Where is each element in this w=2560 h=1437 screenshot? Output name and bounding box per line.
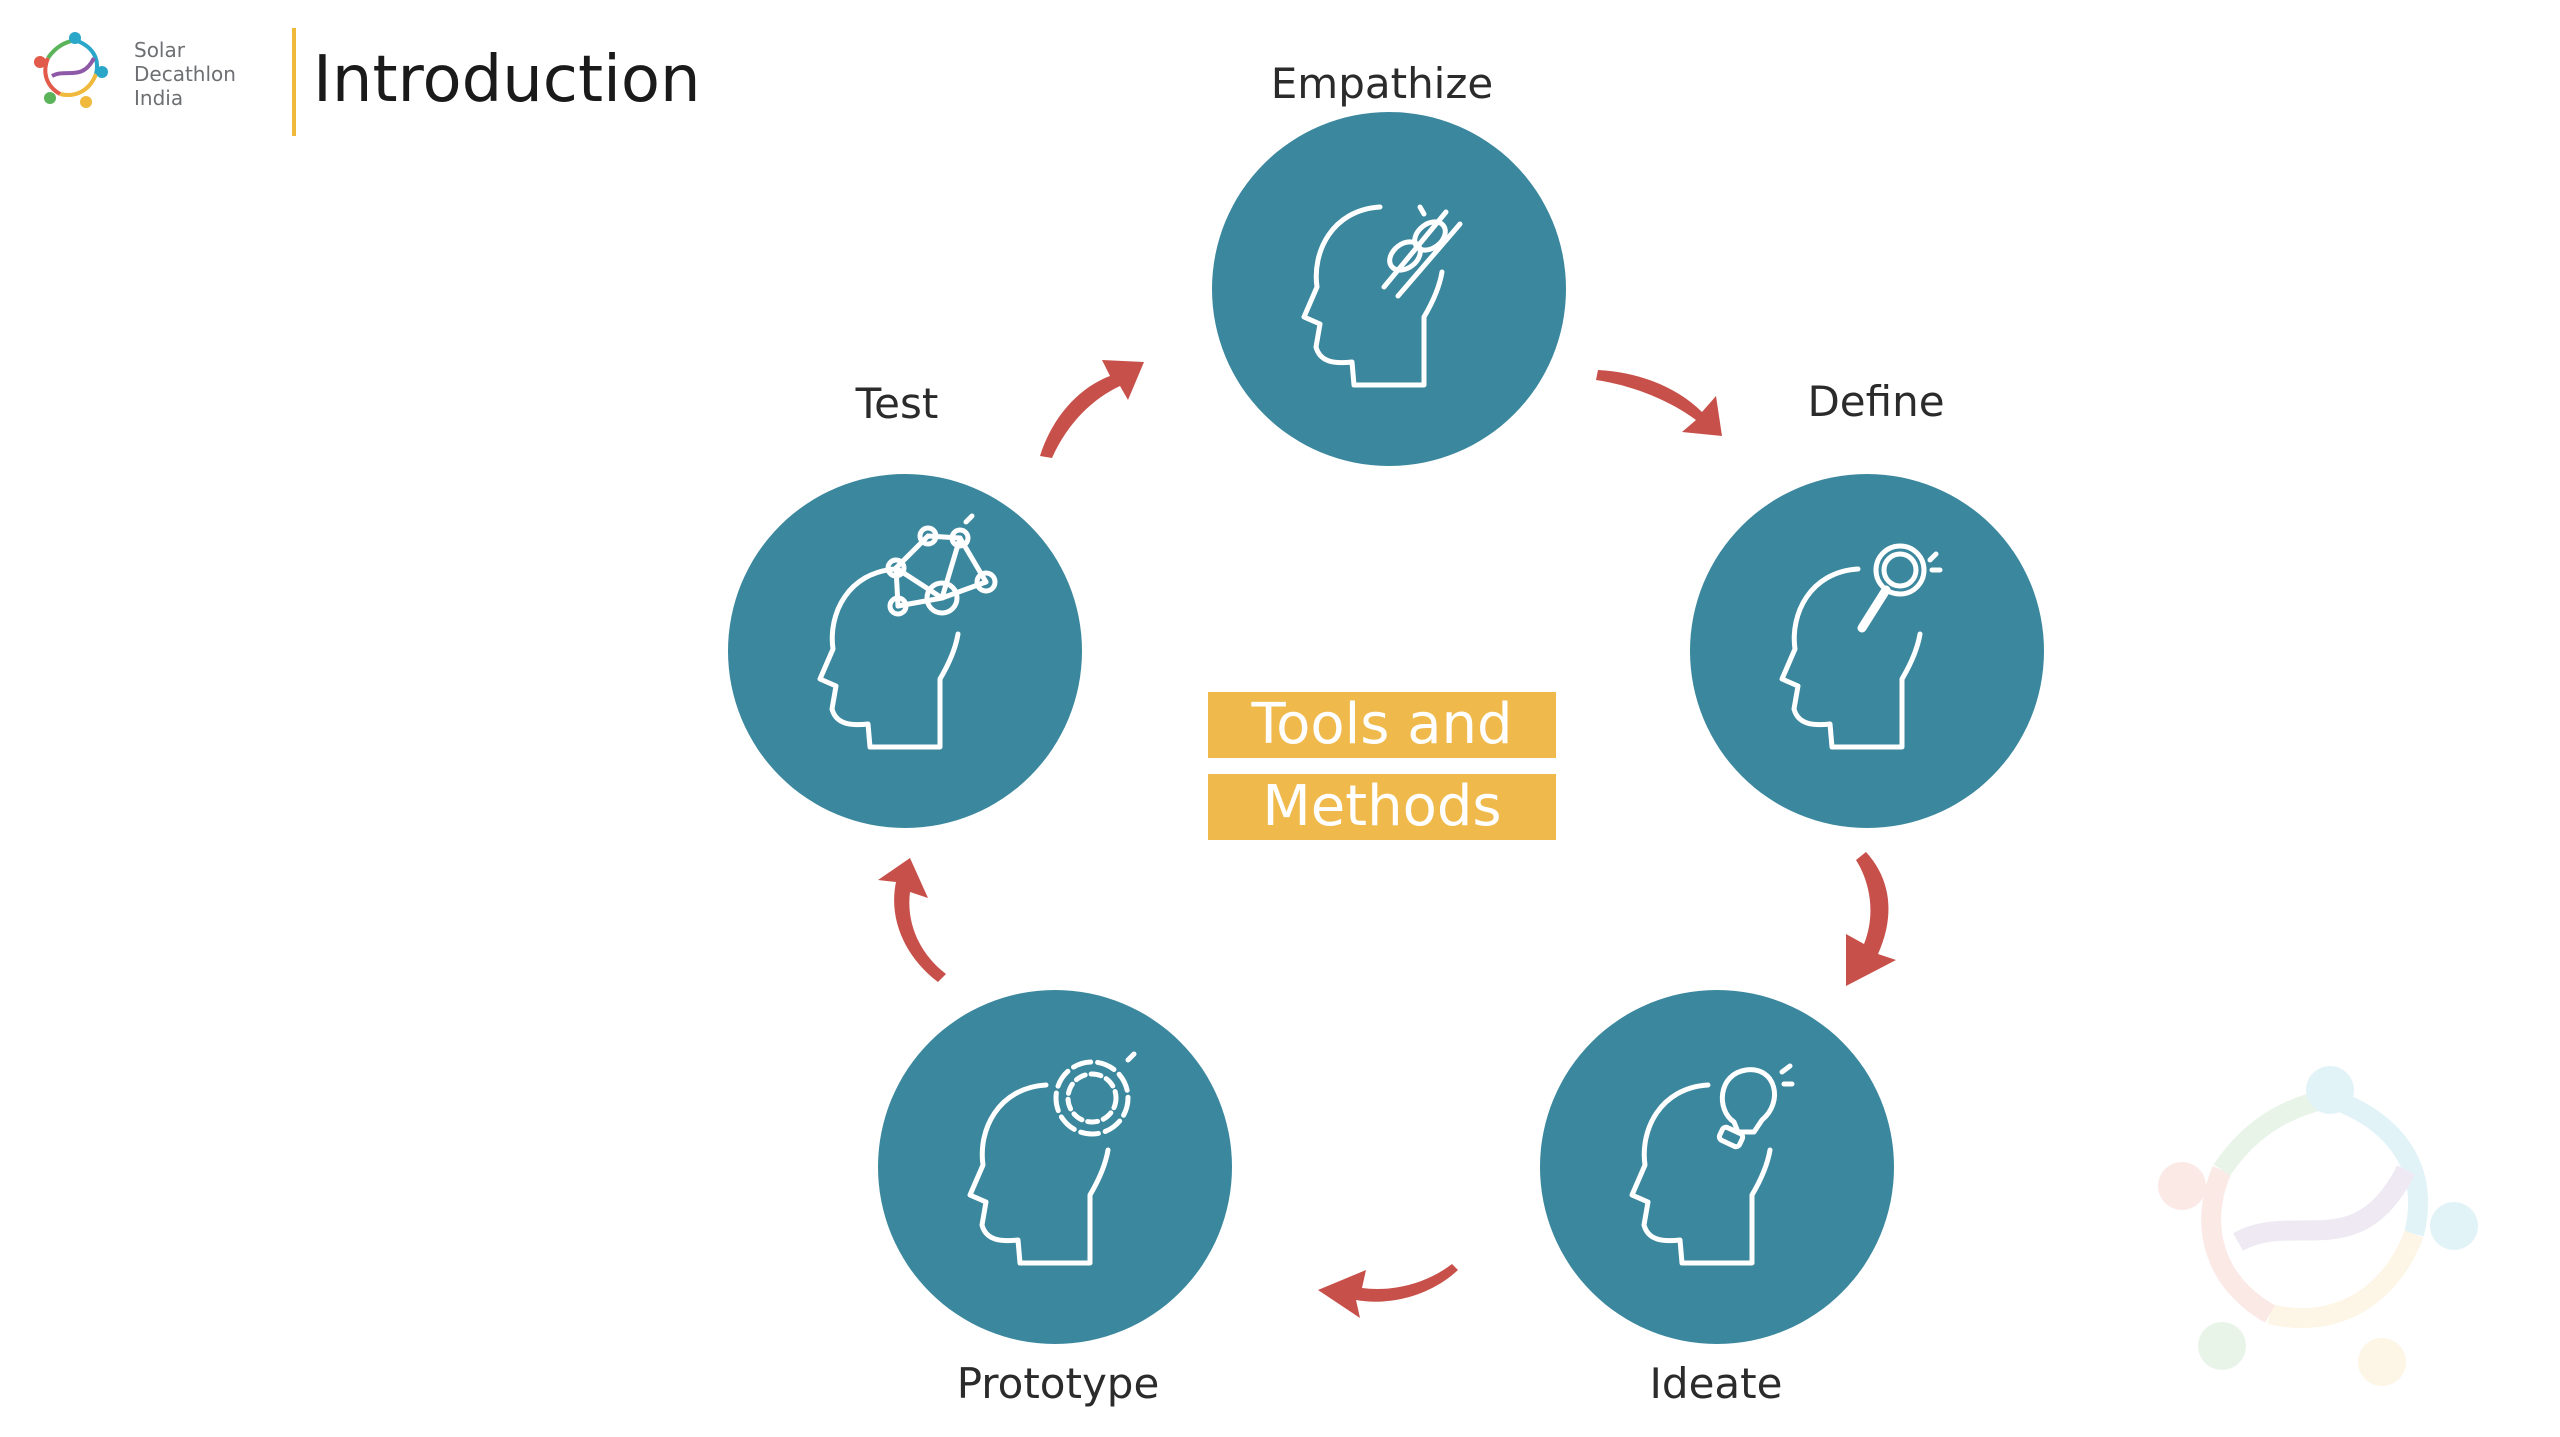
logo-mark-icon: [34, 32, 108, 108]
arrow-ideate-to-prototype-icon: [1318, 1264, 1458, 1318]
head-lightbulb-icon: [1629, 1063, 1795, 1266]
stage-define-circle: [1690, 474, 2044, 828]
header-divider: [292, 28, 296, 136]
stage-test-circle: [728, 474, 1082, 828]
stage-label-ideate: Ideate: [1649, 1359, 1783, 1408]
arrow-define-to-ideate-icon: [1846, 852, 1896, 986]
stage-ideate-circle: [1540, 990, 1894, 1344]
solar-decathlon-logo: Solar Decathlon India: [30, 28, 250, 128]
stage-label-prototype: Prototype: [956, 1359, 1160, 1408]
arrow-test-to-empathize-icon: [1040, 360, 1144, 458]
center-tag-methods: Methods: [1208, 774, 1556, 840]
head-magnifier-icon: [1779, 543, 1943, 750]
head-network-icon: [817, 513, 998, 750]
arrow-prototype-to-test-icon: [878, 858, 946, 982]
stage-label-define: Define: [1807, 377, 1945, 426]
head-gear-icon: [967, 1051, 1137, 1266]
stage-prototype-circle: [878, 990, 1232, 1344]
logo-text-india: India: [134, 86, 184, 110]
stage-empathize-circle: [1212, 112, 1566, 466]
stage-label-test: Test: [855, 379, 939, 428]
page-title: Introduction: [313, 43, 701, 117]
logo-text-solar: Solar: [134, 38, 185, 62]
logo-text-decathlon: Decathlon: [134, 62, 236, 86]
head-link-icon: [1301, 204, 1463, 388]
stage-label-empathize: Empathize: [1270, 59, 1494, 108]
watermark-logo-icon: [2158, 1066, 2478, 1386]
center-tag-tools-and: Tools and: [1208, 692, 1556, 758]
arrow-empathize-to-define-icon: [1596, 370, 1722, 436]
